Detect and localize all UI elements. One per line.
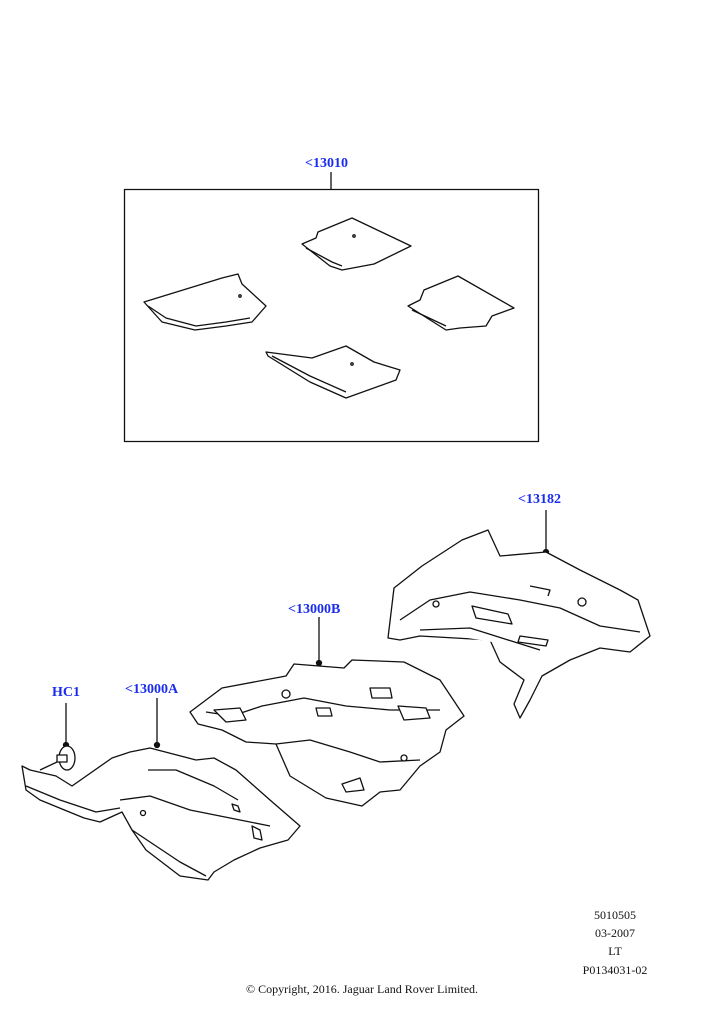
middle-carpet bbox=[189, 659, 465, 807]
illustration-number: P0134031-02 bbox=[582, 963, 648, 977]
copyright-text: © Copyright, 2016. Jaguar Land Rover Lim… bbox=[245, 982, 479, 996]
rear-carpet bbox=[387, 529, 651, 719]
callout-13000b[interactable]: <13000B bbox=[288, 602, 341, 617]
floor-mat-rear-right bbox=[407, 275, 515, 331]
front-carpet bbox=[21, 747, 301, 881]
floor-mat-front-left bbox=[143, 273, 267, 331]
info-date: 03-2007 bbox=[595, 926, 635, 940]
info-side: LT bbox=[608, 944, 622, 958]
floor-mat-rear-left bbox=[265, 345, 401, 399]
floor-mat-front-right bbox=[301, 217, 412, 271]
clip-hc1 bbox=[39, 745, 76, 771]
callout-hc1[interactable]: HC1 bbox=[52, 685, 80, 700]
info-code: 5010505 bbox=[594, 908, 636, 922]
callout-13000a[interactable]: <13000A bbox=[125, 682, 179, 697]
callout-13182[interactable]: <13182 bbox=[518, 492, 561, 507]
callout-13010[interactable]: <13010 bbox=[305, 156, 348, 171]
floor-mats-frame bbox=[123, 188, 540, 443]
